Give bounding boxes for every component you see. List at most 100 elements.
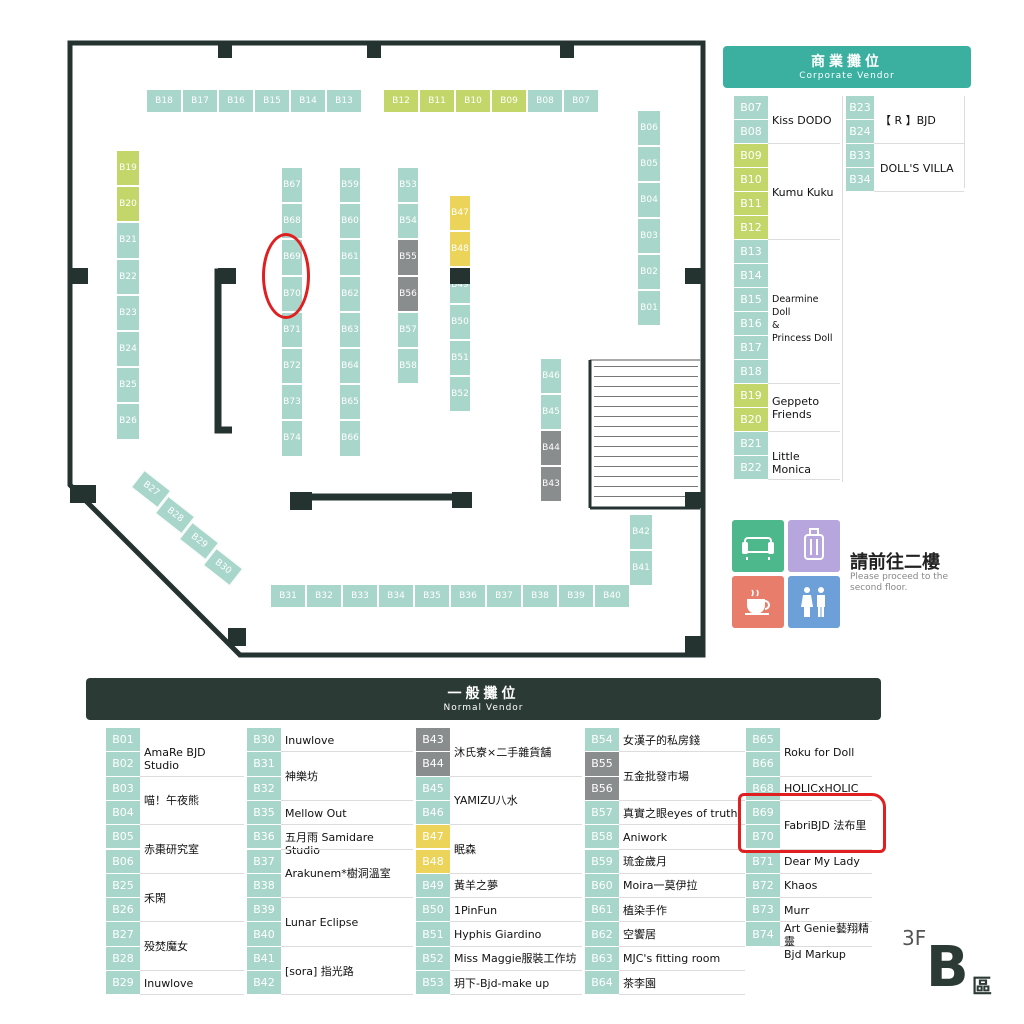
vendor-name: HOLICxHOLIC (784, 782, 859, 796)
map-booth-b50[interactable]: B50 (449, 303, 471, 340)
map-booth-b58[interactable]: B58 (397, 348, 419, 385)
map-booth-b11[interactable]: B11 (419, 89, 455, 113)
map-booth-b03[interactable]: B03 (637, 218, 661, 254)
vendor-code-b71: B71 (746, 849, 780, 874)
map-booth-b47[interactable]: B47 (449, 195, 471, 232)
map-booth-b59[interactable]: B59 (339, 167, 361, 204)
map-booth-b16[interactable]: B16 (218, 89, 254, 113)
map-booth-b45[interactable]: B45 (540, 394, 562, 430)
map-booth-b15[interactable]: B15 (254, 89, 290, 113)
vendor-name: AmaRe BJD Studio (144, 745, 206, 772)
map-booth-b43[interactable]: B43 (540, 466, 562, 502)
vendor-code-b62: B62 (585, 922, 619, 947)
vendor-name: 五月雨 Samidare Studio (285, 830, 374, 857)
map-booth-b51[interactable]: B51 (449, 339, 471, 376)
map-booth-b38[interactable]: B38 (522, 584, 558, 608)
map-booth-b20[interactable]: B20 (116, 186, 140, 223)
map-booth-b04[interactable]: B04 (637, 182, 661, 218)
map-booth-b13[interactable]: B13 (326, 89, 362, 113)
map-booth-b48[interactable]: B48 (449, 231, 471, 268)
stair-step (594, 466, 698, 467)
map-booth-b36[interactable]: B36 (450, 584, 486, 608)
map-booth-b37[interactable]: B37 (486, 584, 522, 608)
map-booth-b46[interactable]: B46 (540, 358, 562, 394)
map-booth-b55[interactable]: B55 (397, 239, 419, 276)
map-booth-b54[interactable]: B54 (397, 203, 419, 240)
map-booth-b18[interactable]: B18 (146, 89, 182, 113)
map-booth-b19[interactable]: B19 (116, 150, 140, 187)
map-booth-b35[interactable]: B35 (414, 584, 450, 608)
map-booth-b22[interactable]: B22 (116, 258, 140, 295)
stair-step (594, 366, 698, 367)
map-booth-b60[interactable]: B60 (339, 203, 361, 240)
vendor-name: Geppeto Friends (772, 395, 820, 421)
floor-level: 3F (902, 926, 927, 950)
map-booth-b14[interactable]: B14 (290, 89, 326, 113)
map-booth-b23[interactable]: B23 (116, 294, 140, 331)
map-booth-b65[interactable]: B65 (339, 384, 361, 421)
vendor-code-b09: B09 (734, 144, 768, 168)
row-divider (874, 191, 964, 192)
row-divider (768, 239, 840, 240)
row-divider (281, 799, 413, 801)
map-booth-b44[interactable]: B44 (540, 430, 562, 466)
map-booth-b05[interactable]: B05 (637, 146, 661, 182)
vendor-name: Little Monica (772, 449, 812, 476)
map-booth-b26[interactable]: B26 (116, 403, 140, 440)
normal-title: 一般攤位 (447, 686, 520, 702)
map-booth-b42[interactable]: B42 (629, 514, 653, 550)
map-booth-b72[interactable]: B72 (281, 348, 303, 385)
map-booth-b67[interactable]: B67 (281, 167, 303, 204)
vendor-code-b02: B02 (106, 752, 140, 777)
map-booth-b53[interactable]: B53 (397, 167, 419, 204)
map-booth-b32[interactable]: B32 (306, 584, 342, 608)
map-booth-b62[interactable]: B62 (339, 275, 361, 312)
row-divider (619, 872, 745, 874)
map-booth-b61[interactable]: B61 (339, 239, 361, 276)
map-booth-b63[interactable]: B63 (339, 311, 361, 348)
coffee-cup-icon (732, 576, 784, 628)
row-divider (619, 970, 745, 971)
map-booth-b41[interactable]: B41 (629, 550, 653, 586)
map-booth-b06[interactable]: B06 (637, 110, 661, 146)
map-booth-b31[interactable]: B31 (270, 584, 306, 608)
vendor-name: Mellow Out (285, 806, 347, 820)
vendor-code-b41: B41 (247, 946, 281, 971)
vendor-code-b20: B20 (734, 408, 768, 432)
map-booth-b25[interactable]: B25 (116, 367, 140, 404)
map-booth-b24[interactable]: B24 (116, 331, 140, 368)
vendor-code-b74: B74 (746, 922, 780, 947)
map-booth-b07[interactable]: B07 (563, 89, 599, 113)
vendor-name: Arakunem*樹洞溫室 (285, 867, 391, 881)
vendor-code-b53: B53 (416, 971, 450, 996)
map-booth-b17[interactable]: B17 (182, 89, 218, 113)
map-booth-b74[interactable]: B74 (281, 420, 303, 457)
zone-suffix: 區 (972, 974, 992, 998)
vendor-code-b13: B13 (734, 240, 768, 264)
map-booth-b52[interactable]: B52 (449, 376, 471, 413)
map-booth-b08[interactable]: B08 (527, 89, 563, 113)
map-booth-b09[interactable]: B09 (491, 89, 527, 113)
map-booth-b01[interactable]: B01 (637, 290, 661, 326)
stair-step (594, 446, 698, 447)
vendor-code-b60: B60 (585, 873, 619, 899)
map-booth-b21[interactable]: B21 (116, 222, 140, 259)
map-booth-b02[interactable]: B02 (637, 254, 661, 290)
vendor-code-b44: B44 (416, 752, 450, 777)
map-booth-b73[interactable]: B73 (281, 384, 303, 421)
map-booth-b10[interactable]: B10 (455, 89, 491, 113)
map-booth-b56[interactable]: B56 (397, 275, 419, 312)
map-booth-b40[interactable]: B40 (594, 584, 630, 608)
vendor-code-b52: B52 (416, 946, 450, 971)
map-booth-b57[interactable]: B57 (397, 311, 419, 348)
map-booth-b34[interactable]: B34 (378, 584, 414, 608)
map-booth-b64[interactable]: B64 (339, 348, 361, 385)
map-booth-b33[interactable]: B33 (342, 584, 378, 608)
vendor-name: Khaos (784, 879, 818, 893)
map-booth-b66[interactable]: B66 (339, 420, 361, 457)
row-divider (768, 431, 840, 432)
map-booth-b68[interactable]: B68 (281, 203, 303, 240)
map-booth-b12[interactable]: B12 (383, 89, 419, 113)
map-booth-b39[interactable]: B39 (558, 584, 594, 608)
row-divider (780, 897, 872, 899)
